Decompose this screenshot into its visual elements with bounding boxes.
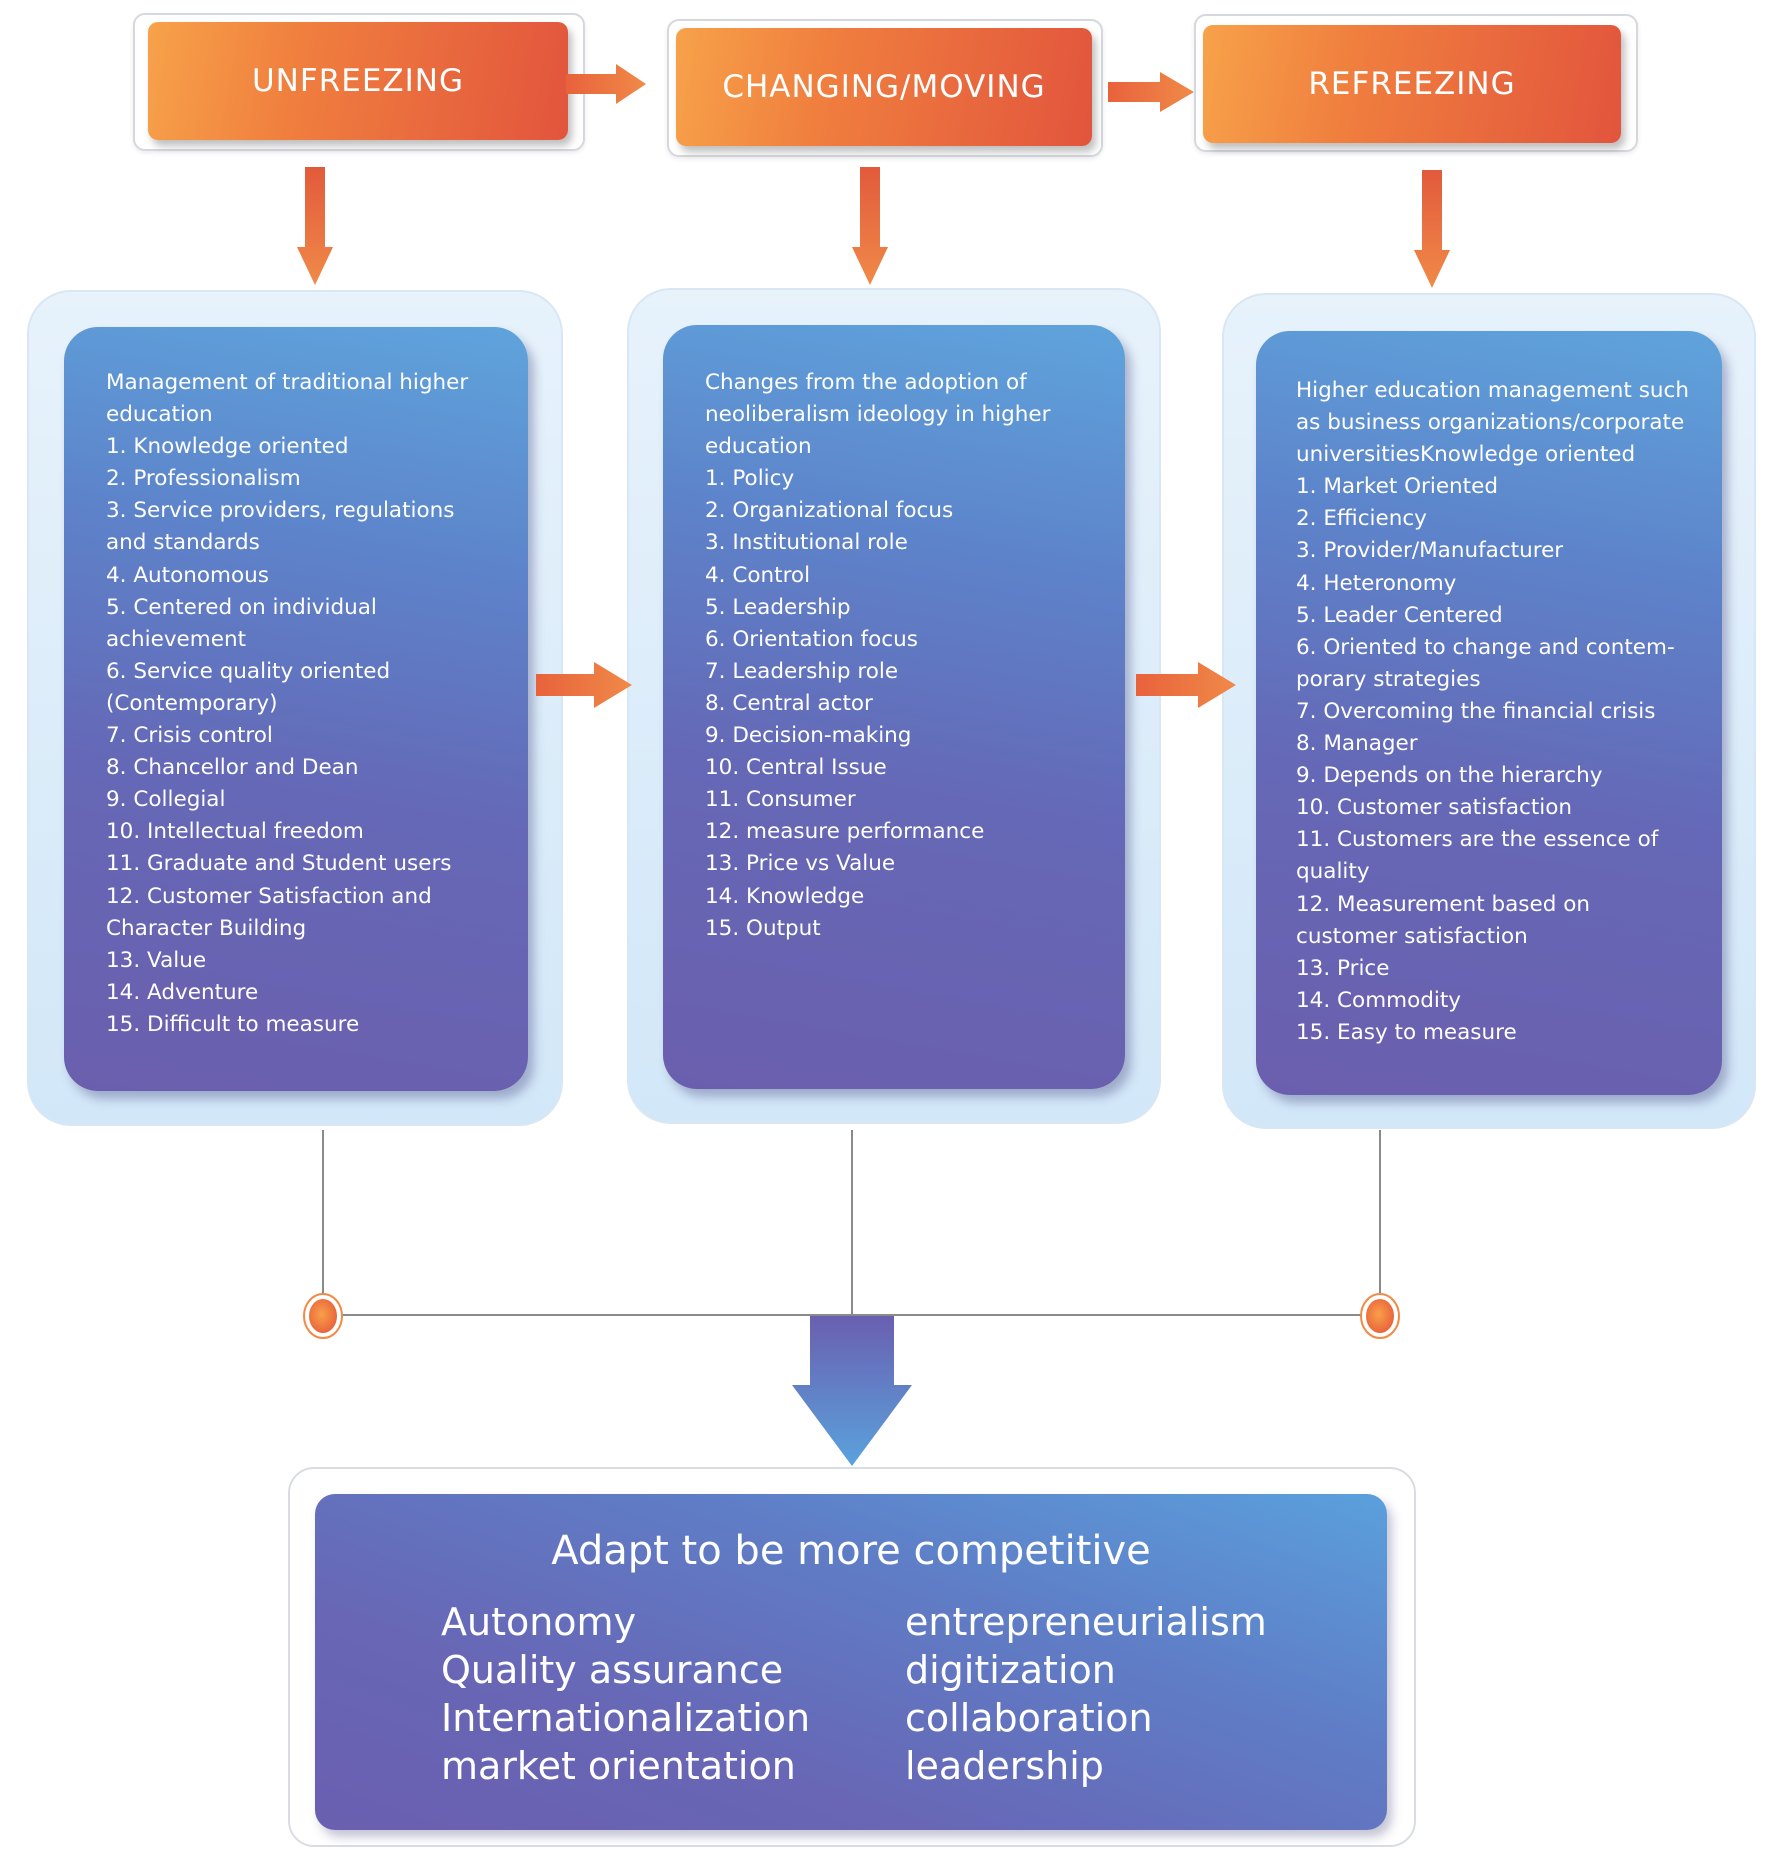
list-item: 15. Easy to measure [1296,1019,1517,1045]
list-item: 2. Organizational focus [705,498,954,524]
arrow-down-middle [852,167,888,285]
list-item: 11. Customers are the essence of [1296,827,1659,853]
list-item: 6. Oriented to change and contem- [1296,634,1675,660]
list-item: Internationalization [441,1696,811,1740]
list-item: leadership [905,1744,1104,1788]
list-item: Autonomy [441,1600,637,1644]
right-panel-list: Higher education management such as busin… [1296,375,1689,1049]
list-item: 14. Knowledge [705,883,865,909]
list-item: neoliberalism ideology in higher [705,402,1051,428]
left-connector-dot [303,1293,343,1339]
list-item: 9. Depends on the hierarchy [1296,763,1603,789]
list-item: 4. Control [705,562,811,588]
arrow-middle-to-right-panel [1136,662,1236,708]
list-item: 13. Value [106,947,207,973]
list-item: Quality assurance [441,1648,784,1692]
list-item: and standards [106,530,260,556]
list-item: as business organizations/corporate [1296,410,1685,436]
list-item: 4. Heteronomy [1296,570,1457,596]
list-item: 1. Knowledge oriented [106,434,349,460]
middle-panel-list: Changes from the adoption of neoliberalis… [705,367,1050,945]
stage-unfreezing-label: UNFREEZING [251,63,464,99]
list-item: 15. Difficult to measure [106,1011,360,1037]
stage-refreezing-label: REFREEZING [1308,66,1516,102]
list-item: 10. Central Issue [705,755,887,781]
list-item: 5. Leader Centered [1296,602,1503,628]
list-item: achievement [106,626,247,652]
arrow-down-right [1414,170,1450,288]
list-item: 12. Customer Satisfaction and [106,883,432,909]
list-item: porary strategies [1296,666,1481,692]
panel-traditional-management: Management of traditional higher educatio… [64,327,528,1091]
list-item: Management of traditional higher [106,370,469,395]
arrow-changing-to-refreezing [1108,72,1194,112]
list-item: 9. Decision-making [705,723,912,749]
right-connector-dot [1360,1293,1400,1339]
arrow-left-to-middle-panel [536,662,632,708]
list-item: collaboration [905,1696,1153,1740]
list-item: 10. Intellectual freedom [106,819,364,845]
list-item: market orientation [441,1744,796,1788]
list-item: Character Building [106,915,307,941]
arrow-down-left [297,167,333,285]
left-panel-list: Management of traditional higher educatio… [106,367,468,1041]
list-item: entrepreneurialism [905,1600,1267,1644]
list-item: 1. Policy [705,466,795,492]
panel-neoliberal-changes: Changes from the adoption of neoliberalis… [663,325,1125,1089]
list-item: 7. Leadership role [705,658,899,684]
list-item: 8. Manager [1296,731,1418,757]
outcome-title: Adapt to be more competitive [551,1528,1151,1574]
list-item: universitiesKnowledge oriented [1296,442,1636,468]
list-item: 12. measure performance [705,819,985,845]
list-item: 1. Market Oriented [1296,474,1498,500]
list-item: 9. Collegial [106,787,226,813]
stage-unfreezing: UNFREEZING [148,22,568,140]
list-item: 13. Price [1296,955,1390,981]
list-item: 7. Crisis control [106,723,273,749]
list-item: 7. Overcoming the financial crisis [1296,698,1656,724]
list-item: Higher education management such [1296,378,1689,403]
list-item: 14. Commodity [1296,987,1462,1013]
list-item: 8. Chancellor and Dean [106,755,359,781]
big-down-arrow [792,1316,912,1466]
list-item: 10. Customer satisfaction [1296,795,1573,821]
list-item: 12. Measurement based on [1296,891,1590,917]
list-item: 5. Leadership [705,594,851,620]
list-item: 15. Output [705,915,821,941]
list-item: quality [1296,859,1370,885]
list-item: Changes from the adoption of [705,370,1027,395]
list-item: digitization [905,1648,1116,1692]
connector-lines [322,1130,1381,1466]
list-item: 5. Centered on individual [106,594,377,620]
list-item: 8. Central actor [705,690,873,716]
list-item: 6. Orientation focus [705,626,918,652]
panel-corporate-management: Higher education management such as busin… [1256,331,1722,1095]
list-item: 13. Price vs Value [705,851,896,877]
list-item: 6. Service quality oriented [106,658,391,684]
list-item: education [106,402,213,428]
list-item: education [705,434,812,460]
stage-changing-moving: CHANGING/MOVING [676,28,1092,146]
list-item: 2. Professionalism [106,466,301,492]
list-item: 3. Institutional role [705,530,908,556]
list-item: 11. Consumer [705,787,856,813]
list-item: 3. Provider/Manufacturer [1296,538,1564,564]
stage-refreezing: REFREEZING [1203,25,1621,143]
list-item: 14. Adventure [106,979,259,1005]
list-item: 4. Autonomous [106,562,269,588]
list-item: (Contemporary) [106,690,278,716]
list-item: 11. Graduate and Student users [106,851,452,877]
arrow-unfreezing-to-changing [566,64,646,104]
stage-changing-moving-label: CHANGING/MOVING [722,69,1046,105]
list-item: 2. Efficiency [1296,506,1427,532]
list-item: 3. Service providers, regulations [106,498,455,524]
list-item: customer satisfaction [1296,923,1528,949]
